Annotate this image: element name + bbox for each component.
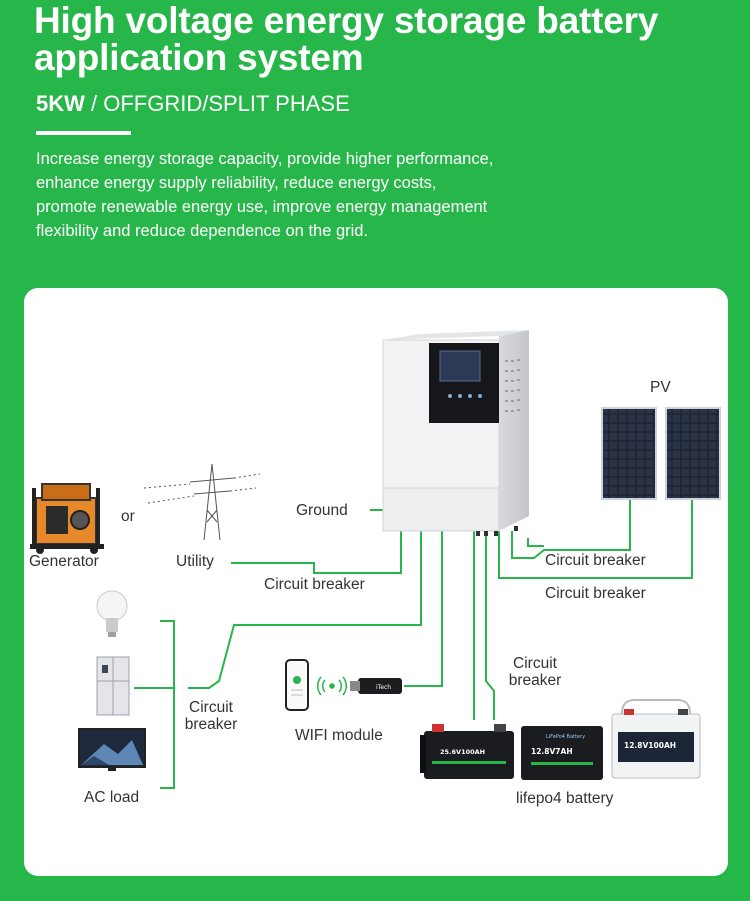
wires [134, 500, 692, 788]
label-circuit-breaker-battery: Circuit breaker [506, 655, 564, 689]
label-pv: PV [650, 379, 671, 396]
label-circuit-breaker-battery-line-1: Circuit [513, 655, 557, 672]
battery-brand: LiFePo4 Battery [546, 734, 585, 740]
wire-wifi-inverter [404, 531, 442, 686]
battery-label: 25.6V100AH [440, 748, 485, 756]
wire-utility-inverter [231, 531, 401, 573]
battery-label: 12.8V7AH [531, 747, 573, 756]
label-battery: lifepo4 battery [516, 790, 613, 807]
wifi-dongle-label: iTech [376, 684, 391, 691]
description-line: flexibility and reduce dependence on the… [36, 219, 636, 243]
label-ground: Ground [296, 502, 348, 519]
subtitle-underline [36, 131, 131, 135]
label-circuit-breaker-pv-2: Circuit breaker [545, 585, 646, 602]
label-circuit-breaker-pv-1: Circuit breaker [545, 552, 646, 569]
wifi-signal-icon [318, 677, 347, 695]
label-generator: Generator [29, 553, 99, 570]
inverter [383, 330, 529, 536]
wire-battery-inverter-2 [486, 531, 494, 720]
battery-25v-100ah: 25.6V100AH [420, 724, 514, 779]
generator-icon [30, 484, 104, 554]
wifi-module-dongle: iTech [350, 678, 402, 694]
subtitle-mode: / OFFGRID/SPLIT PHASE [85, 91, 350, 116]
description: Increase energy storage capacity, provid… [36, 147, 636, 243]
wire-pv-extra [528, 538, 544, 546]
label-wifi-module: WIFI module [295, 727, 383, 744]
pv-panel-right [665, 407, 721, 500]
utility-tower-icon [144, 464, 260, 540]
refrigerator-icon [97, 657, 129, 715]
subtitle-power: 5KW [36, 91, 85, 116]
television-icon [79, 729, 145, 771]
label-circuit-breaker-load-line-1: Circuit [189, 699, 233, 716]
label-circuit-breaker-battery-line-2: breaker [509, 672, 562, 689]
wire-ac-load-bracket [160, 621, 174, 788]
label-circuit-breaker-load: Circuit breaker [182, 699, 240, 733]
title-line-1: High voltage energy storage battery [34, 0, 658, 41]
page-title: High voltage energy storage battery appl… [34, 2, 658, 76]
system-diagram: iTech 25.6V100AH LiFePo4 Battery 12.8V7A… [24, 288, 728, 876]
wire-pv1-b [512, 500, 630, 558]
label-utility: Utility [176, 553, 214, 570]
description-line: enhance energy supply reliability, reduc… [36, 171, 636, 195]
label-circuit-breaker-utility: Circuit breaker [264, 576, 365, 593]
label-or: or [121, 508, 135, 525]
pv-panel-left [601, 407, 657, 500]
smartphone-icon [286, 660, 308, 710]
battery-label: 12.8V100AH [624, 741, 676, 750]
battery-12v-100ah: 12.8V100AH [612, 700, 700, 778]
subtitle: 5KW / OFFGRID/SPLIT PHASE [36, 92, 350, 116]
system-diagram-card: iTech 25.6V100AH LiFePo4 Battery 12.8V7A… [24, 288, 728, 876]
light-bulb-icon [97, 591, 127, 637]
description-line: promote renewable energy use, improve en… [36, 195, 636, 219]
battery-12v-7ah: LiFePo4 Battery 12.8V7AH [521, 726, 603, 780]
title-line-2: application system [34, 37, 364, 78]
description-line: Increase energy storage capacity, provid… [36, 147, 636, 171]
label-circuit-breaker-load-line-2: breaker [185, 716, 238, 733]
label-ac-load: AC load [84, 789, 139, 806]
